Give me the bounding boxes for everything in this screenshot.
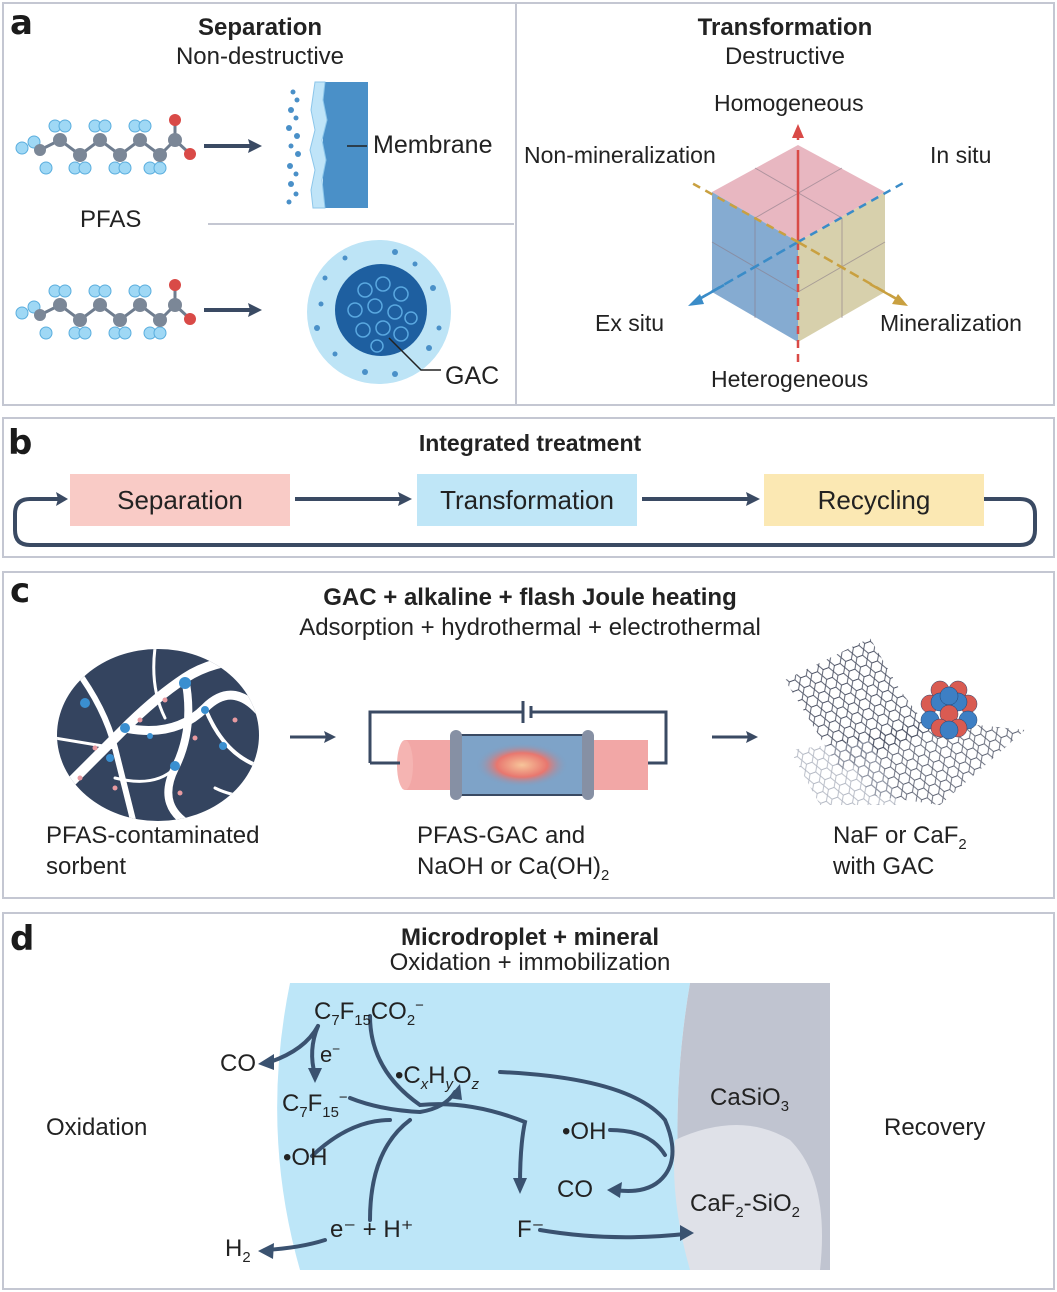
chem-h: H (225, 1235, 243, 1262)
species-fluoride: F⁻ (517, 1216, 545, 1243)
panel-d-title: Microdroplet + mineral (400, 924, 660, 951)
species-oh-right: •OH (562, 1118, 607, 1145)
panel-a-divider (515, 3, 517, 405)
subscript: 2 (958, 836, 967, 853)
subscript: 15 (354, 1012, 371, 1029)
panel-b-label: b (8, 423, 33, 463)
subscript: 2 (406, 1012, 416, 1029)
separation-divider (208, 223, 514, 225)
panel-d-subtitle: Oxidation + immobilization (389, 949, 671, 976)
chem-c: C (282, 1090, 300, 1117)
panel-c-subtitle: Adsorption + hydrothermal + electrotherm… (299, 614, 761, 641)
chem-c: C (403, 1062, 421, 1089)
gac-particle-illustration (307, 240, 451, 384)
panel-c-title: GAC + alkaline + flash Joule heating (323, 584, 737, 611)
arrow-icon (712, 731, 758, 743)
subscript: 2 (791, 1204, 800, 1221)
species-electron: e− (320, 1041, 341, 1067)
stage-3-line1: NaF or CaF2 (833, 822, 967, 853)
species-h2: H2 (225, 1235, 251, 1266)
axis-label-non-mineralization: Non-mineralization (524, 142, 716, 168)
membrane-label: Membrane (373, 131, 493, 159)
stage-2-line2-main: NaOH or Ca(OH) (417, 853, 602, 880)
cycle-arrows (13, 492, 1037, 547)
stage-3-line2: with GAC (833, 853, 935, 880)
axis-label-in-situ: In situ (930, 142, 992, 168)
species-c7f15: C7F15− (282, 1090, 348, 1121)
separation-title: Separation (197, 14, 323, 41)
subscript: y (445, 1076, 453, 1093)
axis-label-homogeneous: Homogeneous (714, 90, 864, 116)
membrane-illustration (286, 81, 368, 209)
radical-dot: • (395, 1062, 404, 1089)
step-separation: Separation (70, 474, 290, 526)
stage-1-line1: PFAS-contaminated (46, 822, 260, 849)
subscript: 2 (601, 867, 610, 884)
gac-label: GAC (445, 362, 500, 390)
mineral-caf2-sio2: CaF2-SiO2 (690, 1190, 800, 1221)
subscript: 3 (780, 1098, 789, 1115)
axis-label-ex-situ: Ex situ (595, 310, 665, 336)
subscript: 7 (299, 1104, 308, 1121)
pfas-molecule-top (15, 114, 196, 175)
chem-co: CO (370, 998, 407, 1025)
subscript: 7 (331, 1012, 340, 1029)
contaminated-sorbent-illustration (57, 649, 259, 821)
subscript: x (420, 1076, 429, 1093)
chem-sio: -SiO (743, 1190, 792, 1217)
subscript: 2 (735, 1204, 744, 1221)
chem-f: F (339, 998, 355, 1025)
step-recycling-label: Recycling (817, 484, 931, 515)
arrow-icon (204, 303, 262, 317)
arrow-icon (290, 731, 336, 743)
subscript: 2 (242, 1249, 251, 1266)
chem-f: F (307, 1090, 323, 1117)
chem-c: C (314, 998, 332, 1025)
stage-1-line2: sorbent (46, 853, 127, 880)
mineral-casio3: CaSiO3 (710, 1084, 789, 1115)
superscript: − (415, 998, 424, 1014)
separation-subtitle: Non-destructive (175, 43, 345, 70)
pfas-label: PFAS (80, 206, 142, 233)
oxidation-label: Oxidation (46, 1114, 148, 1141)
arrow-icon (204, 139, 262, 153)
microdroplet-mineral-diagram (258, 983, 830, 1270)
species-pfoa: C7F15CO2− (314, 998, 424, 1029)
transformation-title: Transformation (697, 14, 873, 41)
step-transformation-label: Transformation (440, 484, 614, 515)
step-recycling: Recycling (764, 474, 984, 526)
panel-a-label: a (10, 3, 33, 43)
transformation-subtitle: Destructive (724, 43, 846, 70)
recovery-label: Recovery (884, 1114, 986, 1141)
stage-3-line1-main: NaF or CaF (833, 822, 959, 849)
integrated-treatment-title: Integrated treatment (418, 430, 642, 456)
chem-o: O (452, 1062, 472, 1089)
superscript: − (332, 1041, 341, 1057)
stage-2-line2: NaOH or Ca(OH)2 (417, 853, 609, 884)
step-separation-label: Separation (117, 484, 243, 515)
transformation-cube-diagram (688, 124, 908, 368)
chem-e: e (320, 1042, 333, 1067)
panel-c-label: c (10, 571, 31, 611)
chem-h: H (428, 1062, 446, 1089)
species-electron-proton: e⁻ + H⁺ (330, 1216, 414, 1243)
species-radical-cxhyoz: •CxHyOz (395, 1062, 479, 1093)
subscript: z (471, 1076, 480, 1093)
step-transformation: Transformation (417, 474, 637, 526)
axis-label-heterogeneous: Heterogeneous (711, 366, 869, 392)
chem-caf: CaF (690, 1190, 736, 1217)
stage-2-line1: PFAS-GAC and (417, 822, 586, 849)
species-co-left: CO (220, 1050, 256, 1077)
superscript: − (338, 1090, 348, 1106)
axis-label-mineralization: Mineralization (880, 310, 1022, 336)
pfas-molecule-bottom (15, 279, 196, 340)
species-oh-left: •OH (283, 1144, 328, 1171)
panel-d-label: d (10, 919, 35, 959)
graphene-with-fluoride-crystal-illustration (785, 638, 1025, 805)
chem-casio: CaSiO (710, 1084, 781, 1111)
flash-joule-heating-reactor-illustration (368, 701, 668, 800)
subscript: 15 (322, 1104, 339, 1121)
species-co-right: CO (557, 1176, 593, 1203)
